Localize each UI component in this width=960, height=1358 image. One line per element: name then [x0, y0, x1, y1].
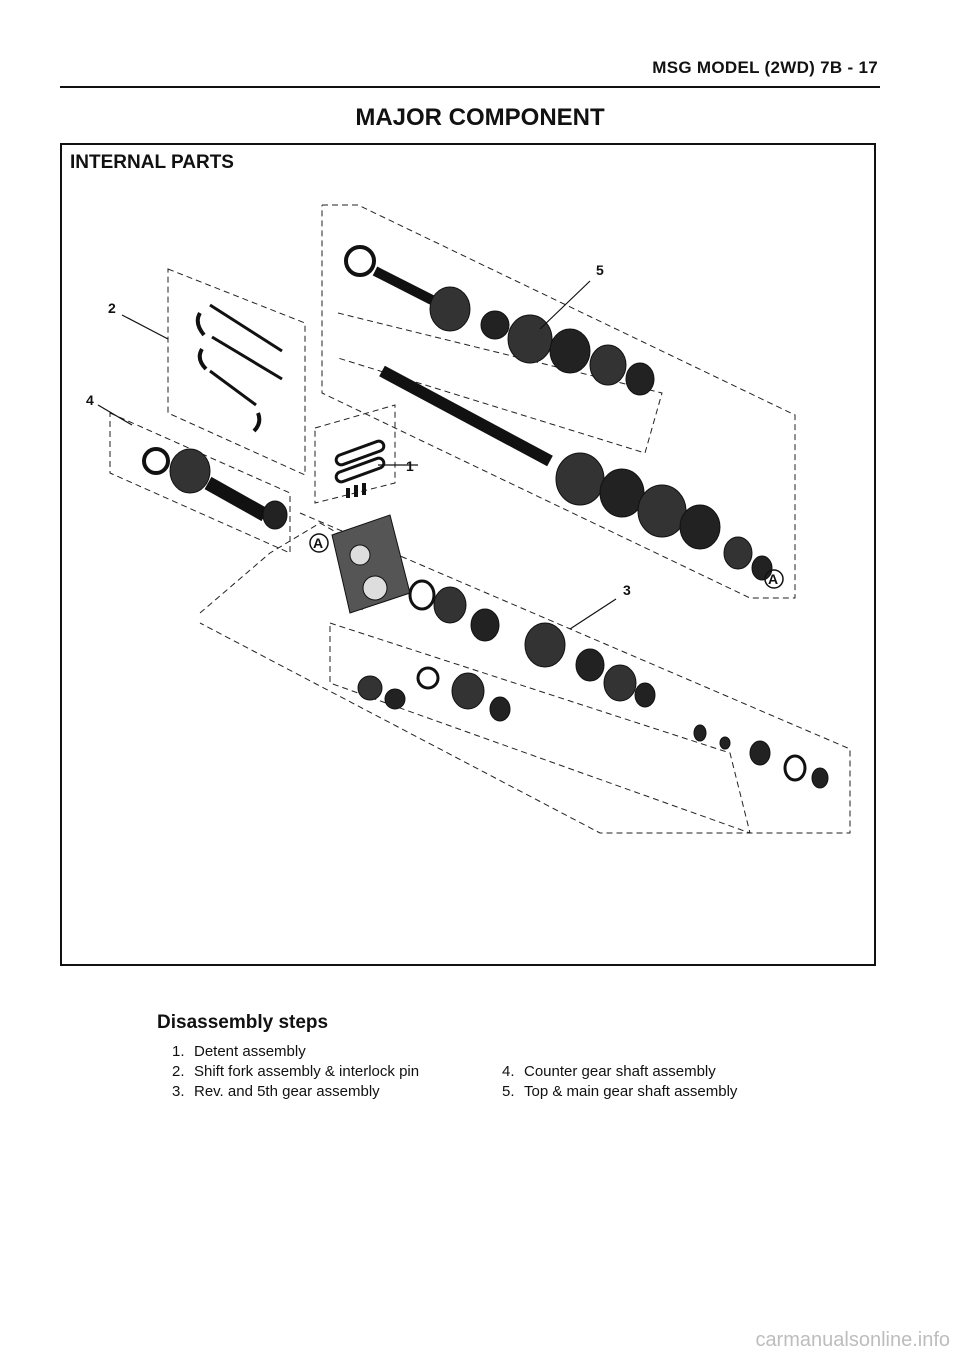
reverse-gear-frame [199, 512, 851, 834]
step-item: 5. Top & main gear shaft assembly [502, 1082, 822, 1102]
step-number: 1. [172, 1043, 185, 1060]
shift-fork-frame [167, 268, 306, 476]
step-number: 2. [172, 1063, 185, 1080]
reverse-5th-gear-parts [408, 579, 829, 789]
callout-labels: 1 2 3 4 5 [86, 262, 631, 598]
step-text: Shift fork assembly & interlock pin [194, 1063, 420, 1080]
step-number: 4. [502, 1063, 515, 1080]
step-item: 2. Shift fork assembly & interlock pin [172, 1062, 472, 1082]
marker-a-case: A [313, 535, 323, 551]
step-text: Detent assembly [194, 1043, 306, 1060]
running-head: MSG MODEL (2WD) 7B - 17 [652, 58, 878, 77]
step-number: 3. [172, 1083, 185, 1100]
callout-3: 3 [623, 582, 631, 598]
step-text: Rev. and 5th gear assembly [194, 1083, 380, 1100]
main-shaft [379, 365, 773, 581]
detent-parts [334, 439, 386, 498]
callout-2: 2 [108, 300, 116, 316]
page-title: MAJOR COMPONENT [355, 104, 605, 131]
step-text: Top & main gear shaft assembly [524, 1083, 738, 1100]
header-rule [60, 86, 880, 88]
callout-5: 5 [596, 262, 604, 278]
shift-fork-parts [195, 303, 283, 433]
detent-frame [314, 404, 396, 504]
lower-gear-parts [357, 666, 511, 722]
transmission-case-plate [331, 514, 411, 614]
steps-column-left: 1. Detent assembly 2. Shift fork assembl… [172, 1042, 472, 1102]
main-shaft-inner-frame [337, 312, 663, 454]
step-number: 5. [502, 1083, 515, 1100]
marker-a-group: A A [309, 533, 784, 589]
figure-frame [60, 143, 876, 966]
step-item: 1. Detent assembly [172, 1042, 472, 1062]
lower-gear-frame [329, 622, 751, 834]
exploded-view-diagram: 1 2 3 4 5 A A [86, 204, 851, 834]
section-label: INTERNAL PARTS [70, 152, 234, 173]
main-shaft-frame [321, 204, 796, 599]
main-gear-shaft [344, 245, 655, 396]
callout-4: 4 [86, 392, 94, 408]
marker-a-shaft: A [768, 571, 778, 587]
watermark: carmanualsonline.info [755, 1329, 950, 1351]
steps-column-right: 4. Counter gear shaft assembly 5. Top & … [502, 1062, 822, 1102]
steps-heading: Disassembly steps [157, 1012, 329, 1033]
counter-shaft-frame [109, 412, 291, 554]
step-text: Counter gear shaft assembly [524, 1063, 716, 1080]
step-item: 4. Counter gear shaft assembly [502, 1062, 822, 1082]
counter-gear-shaft [142, 447, 288, 530]
callout-1: 1 [406, 458, 414, 474]
step-item: 3. Rev. and 5th gear assembly [172, 1082, 472, 1102]
